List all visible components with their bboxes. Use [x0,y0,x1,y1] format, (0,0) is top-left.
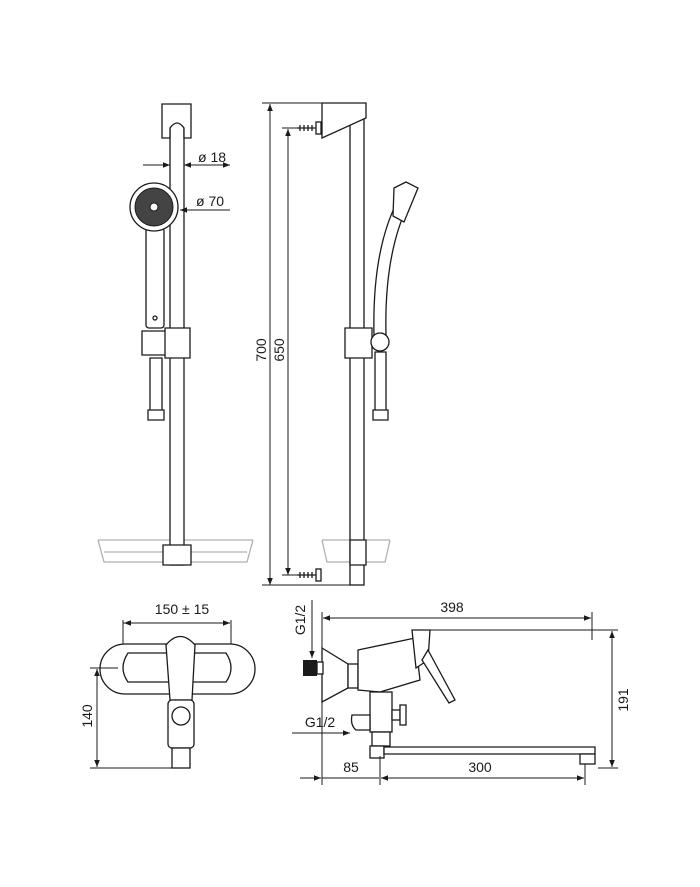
centers-label: 150 ± 15 [155,601,210,617]
head-diameter-label: ø 70 [196,193,224,209]
shower-head [129,182,179,232]
hand-shower-handle [145,227,165,329]
spout-length-label: 300 [468,759,492,775]
wall-offset-label: 85 [343,759,359,775]
top-bracket-side [321,102,367,140]
hose-connector [147,357,165,421]
slider-holder [141,327,191,359]
slider-holder-side [344,327,373,359]
mixer-front-view: 150 ± 15 140 [79,601,256,769]
rail-diameter-label: ø 18 [198,149,226,165]
lever-side [421,648,456,704]
mount-height-label: 650 [271,338,287,362]
spout [383,746,596,755]
shower-front-view: ø 18 ø 70 [97,103,254,566]
wall-flange [321,646,349,704]
inlet-thread-label: G1/2 [292,605,308,636]
diverter-body [369,691,393,733]
shower-head-side [392,181,419,223]
bottom-bracket [162,544,192,566]
top-bracket [161,103,192,139]
height-label: 191 [615,688,631,712]
mixer-side-view: 398 191 G1/2 G1/2 85 300 [292,599,631,785]
shower-side-view: 700 650 [253,102,419,586]
wall-screw-top [297,121,322,135]
front-height-label: 140 [79,704,95,728]
outlet-thread-label: G1/2 [305,714,336,730]
mixer-body-side [357,637,421,693]
shower-outlet [350,714,371,731]
wall-screw-bottom [297,568,322,582]
inlet-nut [303,660,317,676]
diverter-knob [399,704,407,726]
lever-front [165,635,196,701]
length-label: 398 [440,599,464,615]
total-height-label: 700 [253,338,269,362]
